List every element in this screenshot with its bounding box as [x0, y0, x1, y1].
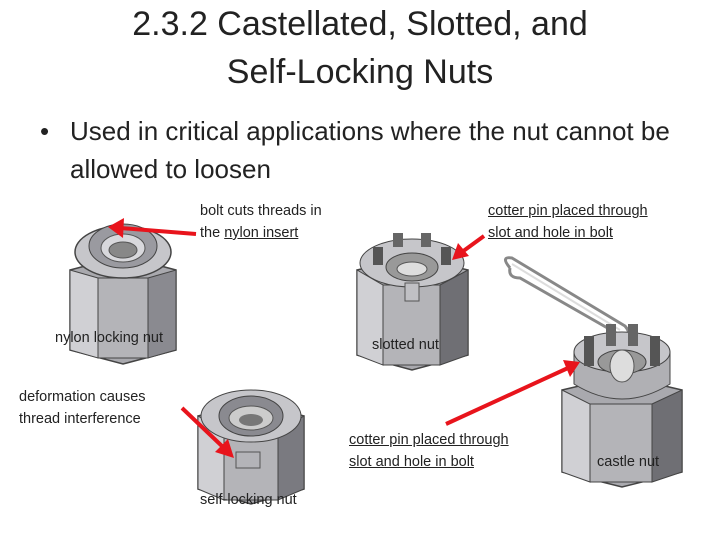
nylon-caption: nylon locking nut: [55, 330, 164, 346]
slotted-note-line2: slot and hole in bolt: [488, 225, 613, 241]
self-locking-note-line1: deformation causes: [19, 389, 146, 405]
castle-nut-image: [561, 324, 683, 488]
nylon-insert-link: nylon insert: [224, 225, 299, 241]
self-locking-note: deformation causes thread interference: [19, 386, 146, 430]
self-locking-caption: self-locking nut: [200, 492, 297, 508]
self-locking-nut-image: [197, 389, 305, 505]
bullet-icon: •: [40, 116, 50, 146]
nylon-note: bolt cuts threads in the nylon insert: [200, 200, 322, 244]
nylon-note-line2: the nylon insert: [200, 222, 322, 244]
castle-caption: castle nut: [597, 454, 660, 470]
slotted-nut-image: [356, 233, 469, 371]
title-line-2: Self-Locking Nuts: [226, 53, 494, 91]
slotted-note-line1: cotter pin placed through: [488, 203, 648, 219]
nylon-locking-nut-image: [69, 223, 177, 365]
castle-note-line1: cotter pin placed through: [349, 432, 509, 448]
castle-note-line2: slot and hole in bolt: [349, 454, 474, 470]
castle-note: cotter pin placed through slot and hole …: [349, 429, 509, 473]
nylon-note-prefix: the: [200, 225, 225, 241]
title-line-1: 2.3.2 Castellated, Slotted, and: [132, 5, 588, 43]
bullet-point: • Used in critical applications where th…: [40, 112, 680, 188]
self-locking-note-line2: thread interference: [19, 411, 141, 427]
slotted-note: cotter pin placed through slot and hole …: [488, 200, 648, 244]
slotted-caption: slotted nut: [372, 337, 439, 353]
bullet-text: Used in critical applications where the …: [70, 116, 670, 184]
slide-title: 2.3.2 Castellated, Slotted, and Self-Loc…: [0, 0, 720, 96]
nylon-note-line1: bolt cuts threads in: [200, 203, 322, 219]
